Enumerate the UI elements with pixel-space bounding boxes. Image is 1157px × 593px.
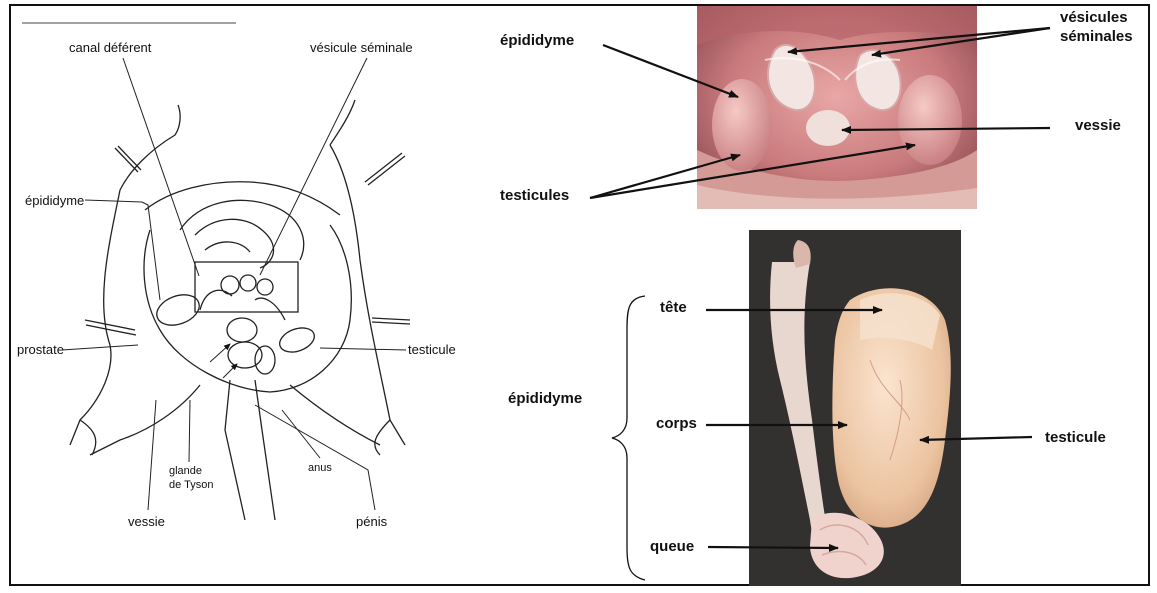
label-epididyme-bottom: épididyme	[508, 391, 582, 406]
label-glande-tyson-line2: de Tyson	[169, 479, 213, 491]
label-vessie-top: vessie	[1075, 118, 1121, 133]
label-testicule-bottom: testicule	[1045, 430, 1106, 445]
label-anus: anus	[308, 462, 332, 474]
label-testicule-diagram: testicule	[408, 343, 456, 356]
label-vesicules-line2: séminales	[1060, 29, 1133, 44]
label-queue: queue	[650, 539, 694, 554]
label-epididyme-top: épididyme	[500, 33, 574, 48]
label-epididyme-diagram: épididyme	[25, 194, 84, 207]
label-corps: corps	[656, 416, 697, 431]
rat-dissection-drawing	[22, 23, 410, 520]
label-tete: tête	[660, 300, 687, 315]
label-vesicules-line1: vésicules	[1060, 10, 1128, 25]
label-canal-deferent: canal déférent	[69, 41, 151, 54]
label-glande-tyson-line1: glande	[169, 465, 202, 477]
top-dissection-photo	[697, 6, 977, 209]
label-vesicule-seminale: vésicule séminale	[310, 41, 413, 54]
label-penis: pénis	[356, 515, 387, 528]
label-prostate: prostate	[17, 343, 64, 356]
label-testicules-top: testicules	[500, 188, 569, 203]
bottom-testis-photo	[749, 230, 961, 586]
left-diagram-leader-lines	[62, 58, 406, 510]
label-vessie-diagram: vessie	[128, 515, 165, 528]
